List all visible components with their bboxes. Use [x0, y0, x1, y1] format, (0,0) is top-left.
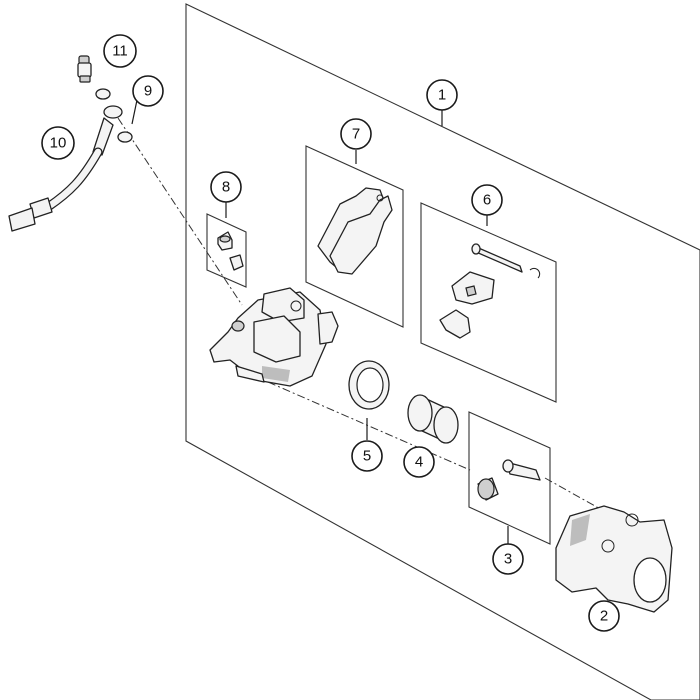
guide-pin-and-boot — [477, 459, 541, 501]
callout-8: 8 — [210, 171, 242, 203]
sealing-ring-lower — [117, 131, 133, 143]
svg-text:11: 11 — [112, 43, 128, 60]
guide-pin-panel — [468, 411, 551, 545]
leader-9 — [131, 99, 138, 125]
caliper-support — [555, 505, 673, 613]
piston — [407, 394, 459, 444]
callout-2: 2 — [588, 600, 620, 632]
svg-text:1: 1 — [438, 87, 446, 104]
pin-kit-parts — [439, 243, 541, 339]
svg-text:9: 9 — [144, 83, 152, 100]
brake-caliper — [209, 287, 339, 387]
svg-text:2: 2 — [600, 608, 608, 625]
callout-10: 10 — [41, 126, 75, 160]
pin-kit-panel — [420, 202, 557, 403]
callout-5: 5 — [351, 440, 383, 472]
svg-text:10: 10 — [50, 135, 67, 152]
callout-9: 9 — [132, 75, 164, 107]
svg-text:3: 3 — [504, 551, 512, 568]
svg-text:4: 4 — [415, 454, 423, 471]
callout-4: 4 — [403, 446, 435, 478]
callout-3: 3 — [492, 543, 524, 575]
callout-6: 6 — [471, 184, 503, 216]
assembly-line-hose — [117, 117, 243, 306]
callout-1: 1 — [426, 79, 458, 111]
sealing-ring-upper — [95, 88, 111, 100]
callout-7: 7 — [340, 118, 372, 150]
svg-text:6: 6 — [483, 192, 491, 209]
piston-seal-ring — [348, 360, 390, 410]
callout-11: 11 — [103, 34, 137, 68]
brake-line — [8, 105, 123, 232]
svg-text:8: 8 — [222, 179, 230, 196]
svg-text:5: 5 — [363, 448, 371, 465]
assembly-line-piston — [267, 381, 471, 471]
bleeder-screw-cap — [217, 231, 244, 271]
svg-text:7: 7 — [352, 126, 360, 143]
bleeder-nipple — [77, 55, 92, 83]
brake-pads — [317, 187, 393, 275]
